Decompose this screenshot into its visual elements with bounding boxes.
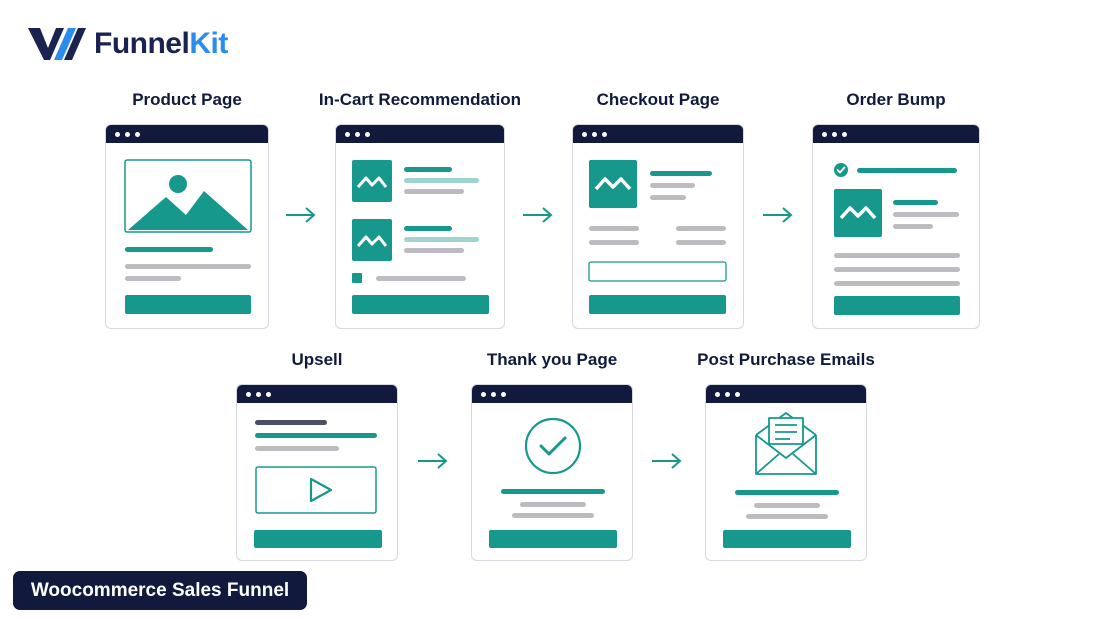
step-thank-you-page: Thank you Page — [471, 350, 633, 561]
window-bar — [706, 385, 866, 403]
step-title: Order Bump — [846, 90, 946, 109]
browser-window — [812, 124, 980, 329]
arrow-right-icon — [286, 207, 316, 223]
step-title: Post Purchase Emails — [697, 350, 875, 369]
step-title: In-Cart Recommendation — [318, 90, 522, 109]
window-bar — [336, 125, 504, 143]
browser-window — [471, 384, 633, 561]
title-line — [125, 247, 213, 252]
cta-button — [125, 295, 251, 314]
step-in-cart-recommendation: In-Cart Recommendation — [319, 90, 521, 329]
arrow-right-icon — [652, 453, 682, 469]
step-product-page: Product Page — [105, 90, 269, 329]
text-line — [125, 276, 181, 281]
funnelkit-logo-icon — [28, 28, 86, 60]
product-thumbnail-icon — [589, 160, 637, 208]
brand-name: FunnelKit — [94, 27, 228, 60]
image-placeholder-icon — [124, 159, 252, 233]
cta-button — [723, 530, 851, 548]
checkmark-circle-icon — [524, 417, 582, 475]
browser-window — [335, 124, 505, 329]
step-upsell: Upsell — [236, 350, 398, 561]
text-line — [125, 264, 251, 269]
browser-window — [572, 124, 744, 329]
cta-button — [352, 295, 489, 314]
browser-window — [236, 384, 398, 561]
arrow-right-icon — [523, 207, 553, 223]
checkmark-circle-icon — [834, 163, 848, 177]
product-thumbnail-icon — [352, 160, 392, 202]
cta-button — [589, 295, 726, 314]
product-thumbnail-icon — [352, 219, 392, 261]
cta-button — [489, 530, 617, 548]
cta-button — [834, 296, 960, 315]
window-bar — [106, 125, 268, 143]
step-title: Thank you Page — [486, 350, 618, 369]
step-checkout-page: Checkout Page — [572, 90, 744, 329]
browser-window — [105, 124, 269, 329]
arrow-right-icon — [763, 207, 793, 223]
step-title: Product Page — [132, 90, 242, 109]
envelope-icon — [755, 412, 817, 475]
step-title: Checkout Page — [596, 90, 720, 109]
cta-button — [254, 530, 382, 548]
window-bar — [472, 385, 632, 403]
video-player-icon — [255, 466, 377, 514]
arrow-right-icon — [418, 453, 448, 469]
window-bar — [237, 385, 397, 403]
step-title: Upsell — [291, 350, 343, 369]
input-field — [588, 261, 727, 282]
step-post-purchase-emails: Post Purchase Emails — [697, 350, 875, 561]
product-thumbnail-icon — [834, 189, 882, 237]
funnelkit-logo: FunnelKit — [28, 24, 228, 64]
browser-window — [705, 384, 867, 561]
diagram-caption: Woocommerce Sales Funnel — [13, 571, 307, 610]
step-order-bump: Order Bump — [812, 90, 980, 329]
window-bar — [813, 125, 979, 143]
window-bar — [573, 125, 743, 143]
